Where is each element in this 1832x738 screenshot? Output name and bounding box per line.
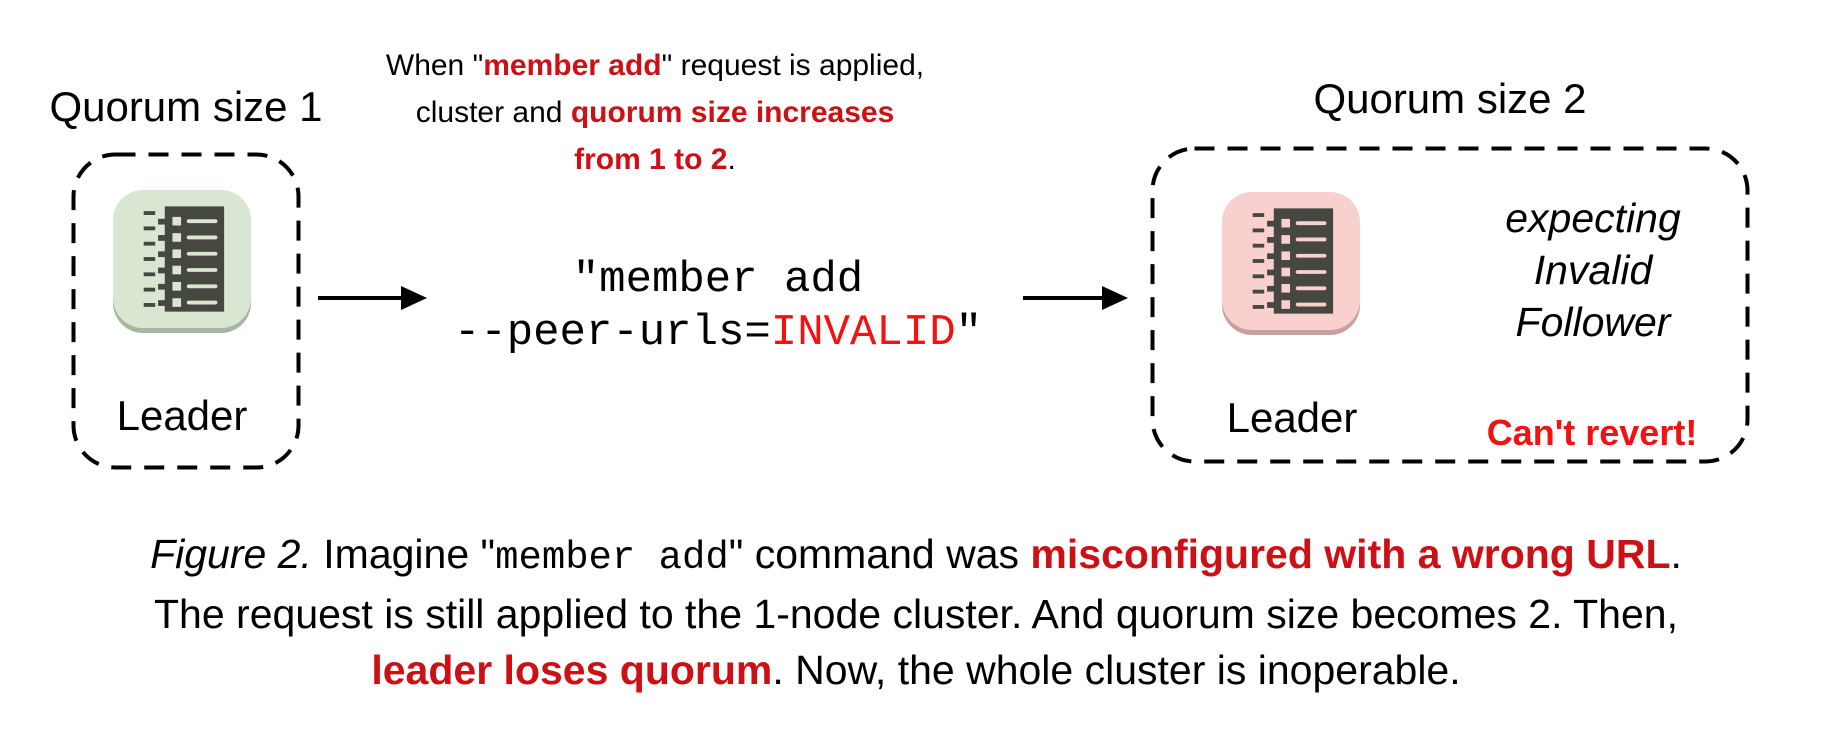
right-leader-label: Leader [1226, 394, 1358, 441]
command-invalid-value: INVALID [770, 308, 956, 358]
server-ledger-icon [1252, 208, 1334, 314]
left-cluster-title: Quorum size 1 [49, 83, 323, 130]
caption-1-a: Imagine " [311, 531, 496, 577]
left-leader-label: Leader [116, 392, 248, 439]
command-close-quote: " [955, 308, 983, 358]
figure-caption: Figure 2. Imagine "member add" command w… [0, 526, 1832, 698]
caption-3-end: . Now, the whole cluster is inoperable. [772, 647, 1461, 693]
annotation-3-em: from 1 to 2 [574, 143, 728, 176]
server-ledger-icon [143, 206, 225, 312]
caption-1-em: misconfigured with a wrong URL [1030, 531, 1671, 577]
annotation-2-pre: cluster and [415, 96, 571, 129]
expecting-follower-text: expecting Invalid Follower [1448, 192, 1738, 348]
flow-arrow-left [318, 286, 427, 310]
left-cluster-box-border [71, 152, 301, 470]
annotation-2-em: quorum size increases [570, 96, 895, 129]
annotation-line-1: When "member add" request is applied, [300, 42, 1010, 89]
command-line-2: --peer-urls=INVALID" [438, 307, 998, 360]
caption-member-add-code: member add [495, 536, 729, 580]
annotation-1-pre: When " [385, 49, 484, 82]
leader-node-right [1222, 192, 1360, 330]
cant-revert-warning: Can't revert! [1486, 412, 1698, 453]
annotation-3-post: . [727, 143, 736, 176]
command-flag: --peer-urls= [453, 308, 771, 358]
expecting-line-2: Invalid [1533, 247, 1653, 293]
right-cluster-box [1150, 146, 1750, 464]
caption-1-b: " command was [728, 531, 1031, 577]
figure-label: Figure 2. [150, 531, 312, 577]
annotation-1-em: member add [483, 49, 662, 82]
annotation-line-3: from 1 to 2. [300, 136, 1010, 183]
leader-node-left [113, 190, 251, 328]
caption-1-end: . [1670, 531, 1682, 577]
annotation-1-post: " request is applied, [661, 49, 925, 82]
annotation-line-2: cluster and quorum size increases [300, 89, 1010, 136]
left-cluster-box [71, 152, 301, 470]
flow-arrow-right [1023, 286, 1128, 310]
annotation-text: When "member add" request is applied, cl… [300, 42, 1010, 183]
caption-line-1: Figure 2. Imagine "member add" command w… [0, 526, 1832, 586]
caption-line-3: leader loses quorum. Now, the whole clus… [0, 642, 1832, 698]
right-cluster-box-border [1150, 146, 1750, 464]
caption-line-2: The request is still applied to the 1-no… [154, 591, 1678, 637]
command-text: "member add --peer-urls=INVALID" [438, 254, 998, 360]
expecting-line-1: expecting [1505, 195, 1681, 241]
expecting-line-3: Follower [1515, 299, 1671, 345]
caption-3-em: leader loses quorum [371, 647, 773, 693]
command-line-1: "member add [572, 255, 864, 305]
right-cluster-title: Quorum size 2 [1313, 75, 1587, 122]
